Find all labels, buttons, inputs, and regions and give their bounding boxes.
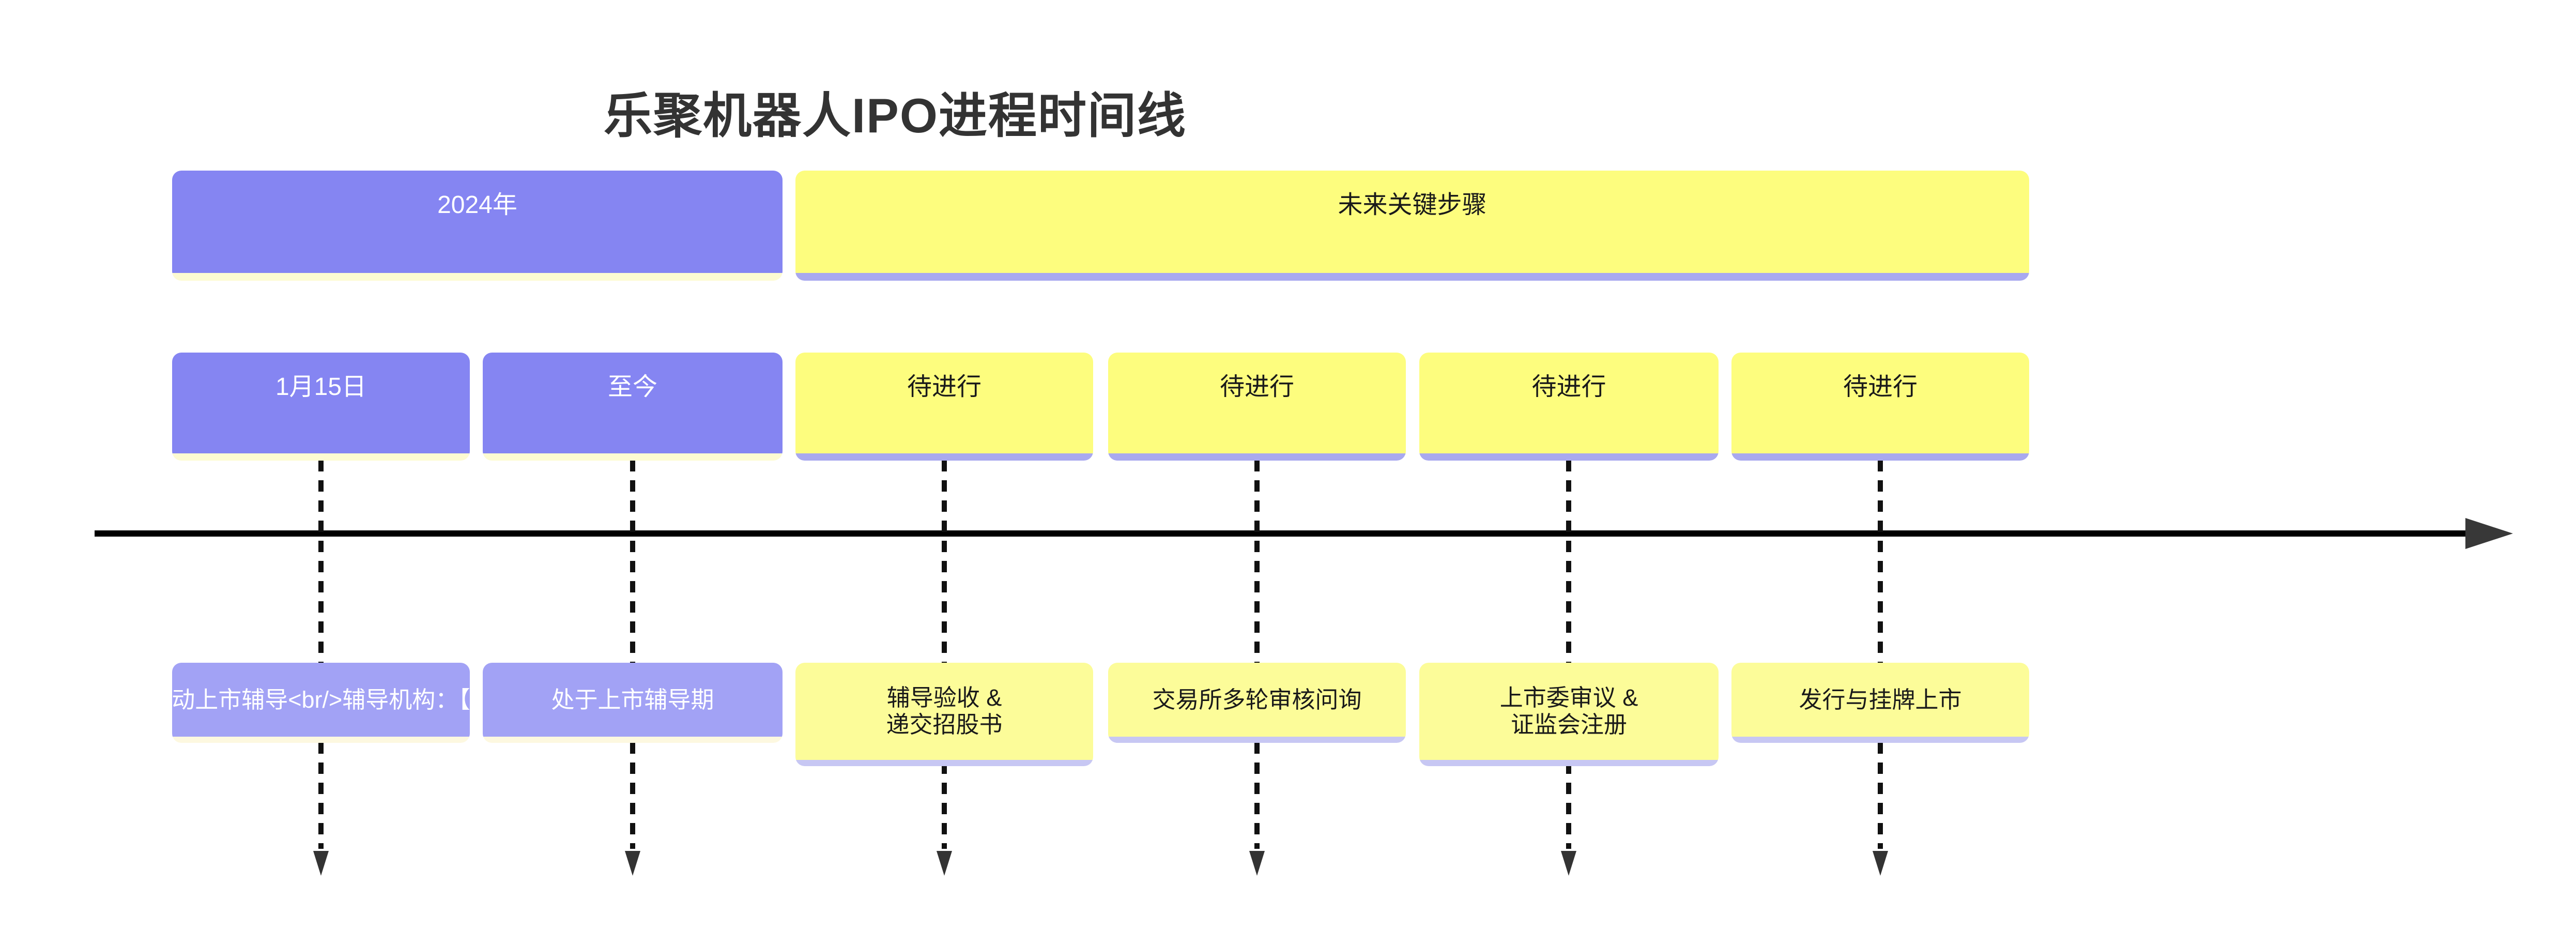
period-label: 待进行 bbox=[1843, 373, 1918, 401]
event-text: 辅导验收 & 递交招股书 bbox=[886, 684, 1003, 738]
period-fill: 1月15日 bbox=[172, 353, 470, 453]
period-underline bbox=[172, 453, 470, 461]
period-box-pending-4: 待进行 bbox=[1731, 353, 2029, 461]
event-underline bbox=[1419, 760, 1719, 766]
period-fill: 至今 bbox=[483, 353, 783, 453]
period-underline bbox=[795, 453, 1093, 461]
period-fill: 待进行 bbox=[795, 353, 1093, 453]
event-fill: 交易所多轮审核问询 bbox=[1108, 663, 1406, 737]
event-text: 发行与挂牌上市 bbox=[1799, 686, 1962, 713]
section-underline bbox=[795, 273, 2029, 281]
event-underline bbox=[483, 737, 783, 743]
period-box-pending-1: 待进行 bbox=[795, 353, 1093, 461]
event-box-in-coaching-period: 处于上市辅导期 bbox=[483, 663, 783, 743]
event-box-ipo-coaching: 动上市辅导<br/>辅导机构：【 bbox=[172, 663, 470, 743]
event-underline bbox=[1731, 737, 2029, 743]
event-fill: 辅导验收 & 递交招股书 bbox=[795, 663, 1093, 760]
connector-arrowhead-icon bbox=[1873, 851, 1888, 876]
timeline-axis-arrowhead-icon bbox=[2465, 518, 2513, 549]
event-text: 动上市辅导<br/>辅导机构：【 bbox=[172, 686, 470, 713]
connector-arrowhead-icon bbox=[1561, 851, 1576, 876]
section-header-future-steps: 未来关键步骤 bbox=[795, 171, 2029, 281]
period-fill: 待进行 bbox=[1419, 353, 1719, 453]
connector-arrowhead-icon bbox=[313, 851, 329, 876]
period-label: 至今 bbox=[607, 373, 657, 401]
event-text: 处于上市辅导期 bbox=[551, 686, 714, 713]
period-label: 1月15日 bbox=[275, 373, 367, 401]
event-text: 上市委审议 & 证监会注册 bbox=[1499, 684, 1638, 738]
connector-arrowhead-icon bbox=[1249, 851, 1265, 876]
event-box-coaching-acceptance: 辅导验收 & 递交招股书 bbox=[795, 663, 1093, 766]
period-fill: 待进行 bbox=[1731, 353, 2029, 453]
event-text: 交易所多轮审核问询 bbox=[1152, 686, 1362, 713]
period-box-pending-2: 待进行 bbox=[1108, 353, 1406, 461]
period-underline bbox=[1731, 453, 2029, 461]
connector-arrowhead-icon bbox=[625, 851, 640, 876]
event-fill: 发行与挂牌上市 bbox=[1731, 663, 2029, 737]
event-fill: 动上市辅导<br/>辅导机构：【 bbox=[172, 663, 470, 737]
event-box-listing-committee: 上市委审议 & 证监会注册 bbox=[1419, 663, 1719, 766]
event-box-listing: 发行与挂牌上市 bbox=[1731, 663, 2029, 743]
event-box-exchange-review: 交易所多轮审核问询 bbox=[1108, 663, 1406, 743]
event-underline bbox=[1108, 737, 1406, 743]
connector-arrowhead-icon bbox=[937, 851, 952, 876]
period-label: 待进行 bbox=[1531, 373, 1606, 401]
section-header-2024: 2024年 bbox=[172, 171, 783, 281]
section-label: 未来关键步骤 bbox=[1338, 191, 1487, 219]
event-fill: 上市委审议 & 证监会注册 bbox=[1419, 663, 1719, 760]
period-box-jan15: 1月15日 bbox=[172, 353, 470, 461]
period-box-pending-3: 待进行 bbox=[1419, 353, 1719, 461]
diagram-title: 乐聚机器人IPO进程时间线 bbox=[604, 88, 1187, 143]
event-underline bbox=[795, 760, 1093, 766]
period-fill: 待进行 bbox=[1108, 353, 1406, 453]
period-underline bbox=[1419, 453, 1719, 461]
period-label: 待进行 bbox=[907, 373, 982, 401]
event-underline bbox=[172, 737, 470, 743]
period-label: 待进行 bbox=[1219, 373, 1294, 401]
period-underline bbox=[483, 453, 783, 461]
section-header-fill: 未来关键步骤 bbox=[795, 171, 2029, 273]
event-fill: 处于上市辅导期 bbox=[483, 663, 783, 737]
period-underline bbox=[1108, 453, 1406, 461]
section-label: 2024年 bbox=[437, 191, 517, 219]
section-header-fill: 2024年 bbox=[172, 171, 783, 273]
section-underline bbox=[172, 273, 783, 281]
period-box-until-now: 至今 bbox=[483, 353, 783, 461]
